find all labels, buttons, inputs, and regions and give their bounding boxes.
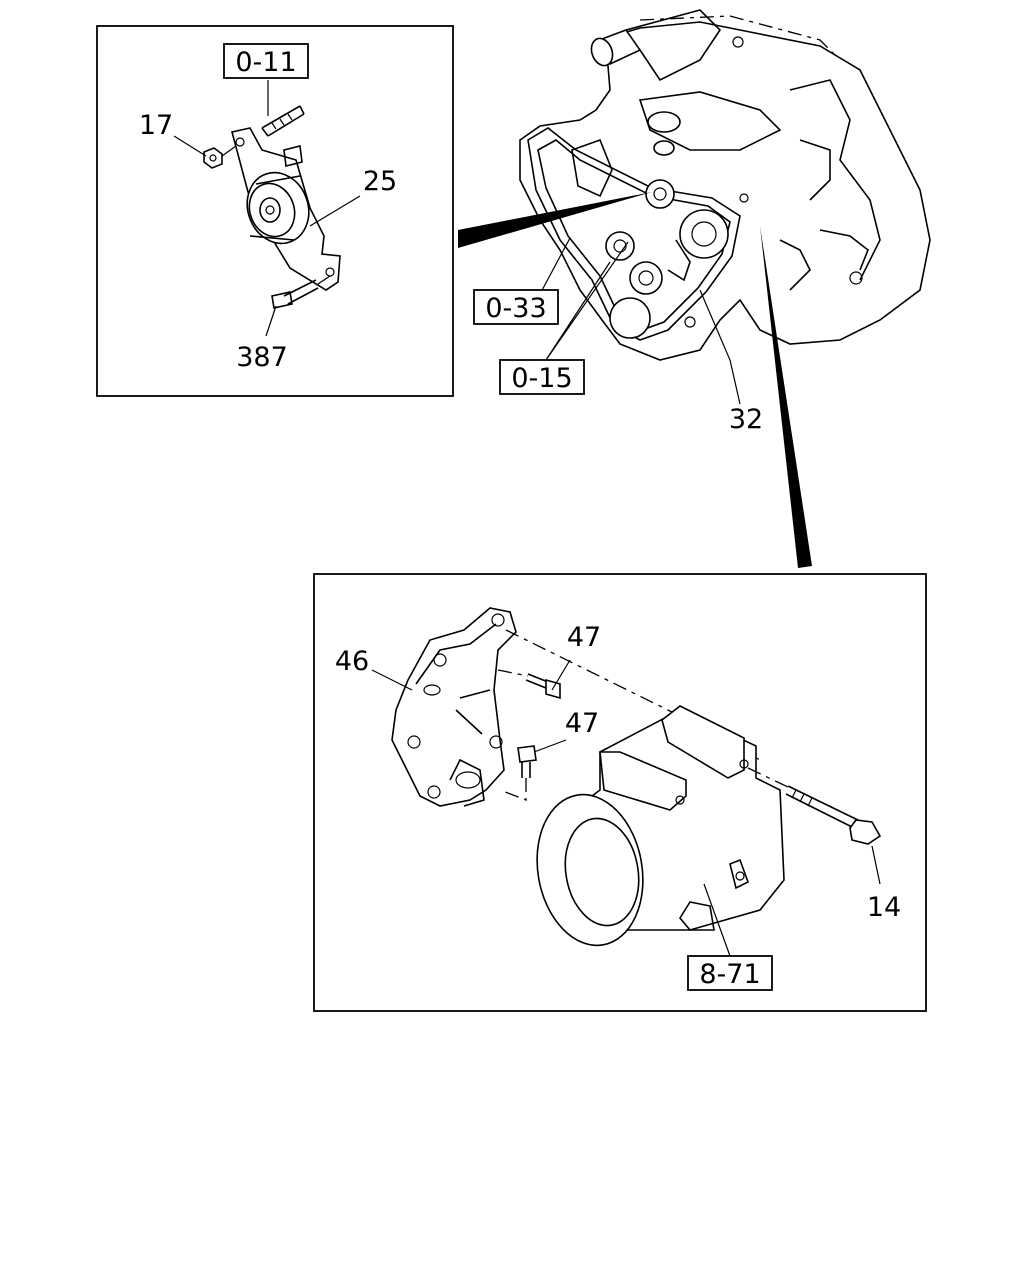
pointer-wedge-upper [458,192,652,248]
alignment-line [505,629,761,761]
leader-0-33 [539,237,571,295]
compressor [536,705,785,947]
callout-14: 14 [867,892,901,923]
stud-bolt [261,105,305,137]
ref-box-0-11 [223,43,309,79]
callout-17: 17 [139,110,173,141]
inset-box-compressor [313,573,927,1012]
leader-8-71 [703,883,731,957]
ref-label-0-11: 0-11 [235,47,296,78]
leader-14 [871,845,881,885]
engine-illustration [519,9,931,361]
nut-17 [203,145,237,169]
callout-46: 46 [335,646,369,677]
leader-17 [173,135,207,157]
leader-387 [265,305,277,337]
callout-32: 32 [729,404,763,435]
callout-387: 387 [236,342,288,373]
leader-32 [699,289,741,405]
leader-46 [371,669,413,691]
inset-box-idler [96,25,454,397]
callout-47-upper: 47 [567,622,601,653]
ref-label-0-15: 0-15 [511,363,572,394]
ref-box-0-33 [473,289,559,325]
compressor-bracket [391,607,517,807]
bolt-47-upper [497,669,561,700]
bolt-47-lower [499,745,537,801]
bolt-14 [747,767,882,845]
idler-pulley [246,171,310,245]
pointer-wedge-lower [760,226,812,568]
ref-label-0-33: 0-33 [485,293,546,324]
ref-label-8-71: 8-71 [699,959,760,990]
callout-47-lower: 47 [565,708,599,739]
ref-box-8-71 [687,955,773,991]
leader-47-lower [533,739,567,753]
callout-25: 25 [363,166,397,197]
leader-47-upper [551,659,571,691]
leader-0-15 [545,241,629,361]
bolt-387 [271,275,331,309]
leader-25 [309,195,361,227]
ref-box-0-15 [499,359,585,395]
